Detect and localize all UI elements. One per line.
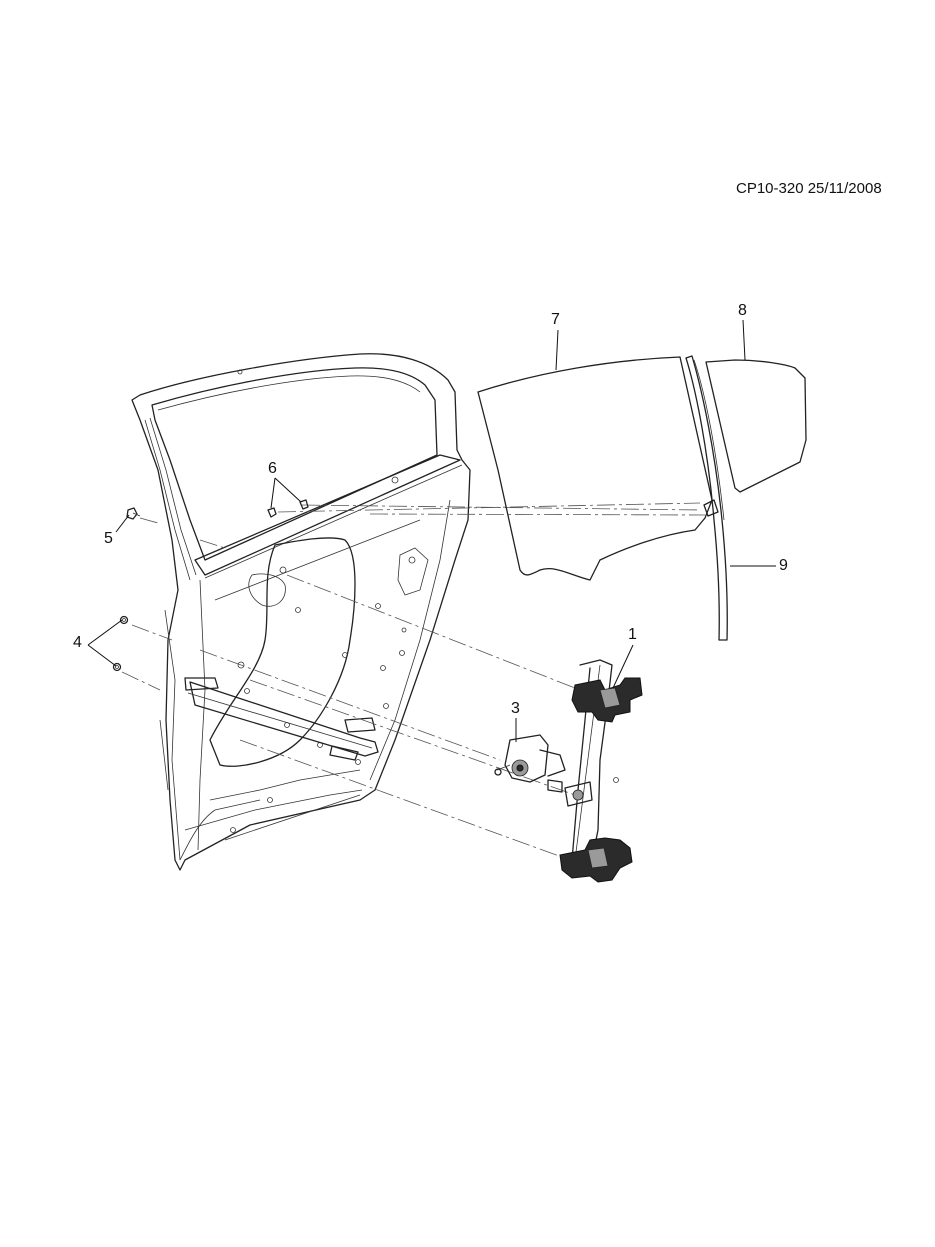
callout-4: 4: [73, 634, 82, 651]
side-impact-beam: [184, 677, 379, 761]
callout-5: 5: [104, 530, 113, 547]
callout-3: 3: [511, 700, 520, 717]
part-1-window-regulator: [559, 659, 643, 883]
part-8-quarter-glass: [705, 359, 807, 493]
part-3-motor: [494, 734, 619, 793]
callout-leader-lines: [87, 319, 776, 742]
callout-9: 9: [779, 557, 788, 574]
assembly-phantom-lines: [121, 502, 706, 861]
callout-6: 6: [268, 460, 277, 477]
part-4-nuts: [112, 615, 129, 672]
part-7-door-glass: [477, 356, 713, 581]
callout-8: 8: [738, 302, 747, 319]
callout-7: 7: [551, 311, 560, 328]
part-6-bolts: [267, 499, 309, 518]
part-5-bolt: [126, 507, 141, 520]
drawing-reference-code: CP10-320 25/11/2008: [736, 180, 882, 197]
part-9-run-channel: [685, 355, 728, 641]
door-frame: [131, 353, 471, 871]
callout-1: 1: [628, 626, 637, 643]
